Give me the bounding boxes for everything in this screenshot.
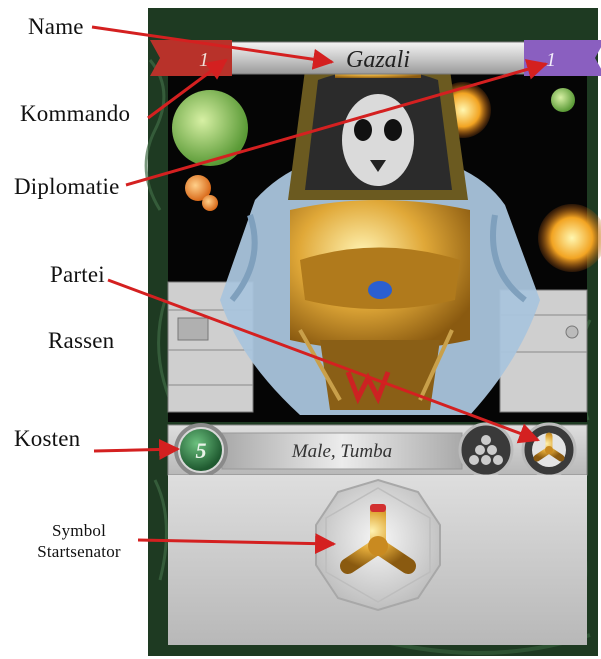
party-token bbox=[523, 424, 575, 476]
diplomatie-flag bbox=[524, 40, 601, 76]
race-token bbox=[460, 424, 512, 476]
small-green-planet bbox=[551, 88, 575, 112]
diplomatie-value: 1 bbox=[546, 49, 556, 71]
orange-planet-small bbox=[202, 195, 218, 211]
symbol-area bbox=[168, 475, 587, 645]
card-name: Gazali bbox=[346, 47, 410, 73]
kommando-value: 1 bbox=[199, 49, 209, 71]
arrow-kosten bbox=[94, 449, 178, 451]
cost-value: 5 bbox=[196, 438, 207, 463]
rassen-text: Male, Tumba bbox=[291, 441, 392, 462]
cost-token: 5 bbox=[174, 423, 228, 477]
